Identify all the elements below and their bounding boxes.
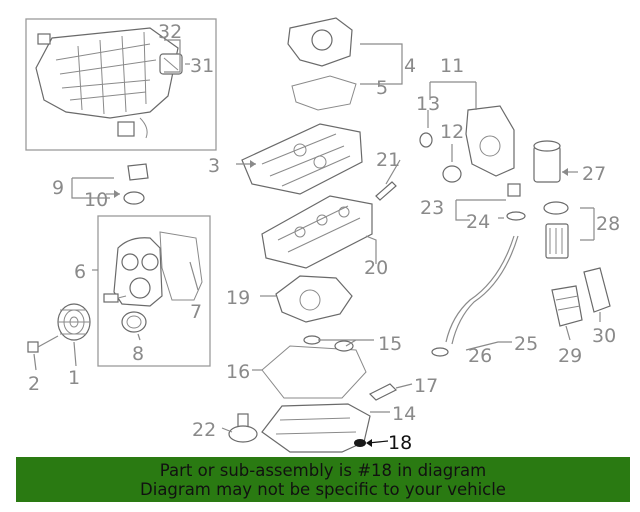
callout-18: 18 <box>388 432 412 454</box>
callout-19: 19 <box>226 287 250 309</box>
crank-pulley-part[interactable] <box>57 303 91 341</box>
seal-ring-part-8[interactable] <box>121 311 147 333</box>
callout-9: 9 <box>52 177 64 199</box>
baffle-part-17[interactable] <box>368 383 398 401</box>
cap-seal-part-10[interactable] <box>123 191 145 205</box>
callout-29: 29 <box>558 345 582 367</box>
arrowhead <box>250 160 256 168</box>
oil-filler-cap-part[interactable] <box>127 163 149 181</box>
timing-cover-group-box <box>97 215 211 367</box>
timing-case-part-11[interactable] <box>465 105 515 177</box>
callout-31: 31 <box>190 55 214 77</box>
seal-part-15[interactable] <box>303 335 354 352</box>
arrowhead-18 <box>366 439 372 447</box>
seal-part-12[interactable] <box>442 165 462 183</box>
callout-32: 32 <box>158 21 182 43</box>
callout-13: 13 <box>416 93 440 115</box>
callout-1: 1 <box>68 367 80 389</box>
banner-line-1: Part or sub-assembly is #18 in diagram <box>159 460 487 480</box>
timing-cover-gasket-part[interactable] <box>159 231 203 301</box>
callout-4: 4 <box>404 55 416 77</box>
callout-26: 26 <box>468 345 492 367</box>
callout-2: 2 <box>28 373 40 395</box>
callout-5: 5 <box>376 77 388 99</box>
callout-17: 17 <box>414 375 438 397</box>
drain-plug-part-18[interactable] <box>354 439 366 447</box>
intake-gasket-part[interactable] <box>159 53 183 75</box>
seal-part-13[interactable] <box>419 132 433 148</box>
switch-part-23[interactable] <box>507 183 521 197</box>
intake-manifold-group-box <box>25 18 217 151</box>
oil-filter-element-part-28[interactable] <box>543 201 569 259</box>
gasket-part-30[interactable] <box>583 267 611 313</box>
callout-23: 23 <box>420 197 444 219</box>
callout-3: 3 <box>208 155 220 177</box>
oil-pump-part[interactable] <box>275 275 353 323</box>
callout-8: 8 <box>132 343 144 365</box>
callout-30: 30 <box>592 325 616 347</box>
sensor-part-21[interactable] <box>375 181 397 201</box>
oil-pan-part[interactable] <box>261 403 371 453</box>
banner-line-2: Diagram may not be specific to your vehi… <box>140 479 506 499</box>
info-banner: Part or sub-assembly is #18 in diagram D… <box>16 457 630 502</box>
seal-part-26[interactable] <box>431 347 449 357</box>
callout-22: 22 <box>192 419 216 441</box>
seal-part-24[interactable] <box>506 211 526 221</box>
callout-16: 16 <box>226 361 250 383</box>
camshaft-cover-top-part[interactable] <box>287 17 353 67</box>
callout-11: 11 <box>440 55 464 77</box>
callout-14: 14 <box>392 403 416 425</box>
callout-24: 24 <box>466 211 490 233</box>
callout-6: 6 <box>74 261 86 283</box>
callout-7: 7 <box>190 301 202 323</box>
arrowhead <box>114 190 120 198</box>
dipstick-tube-part-25[interactable] <box>445 235 519 345</box>
parts-diagram: 31 32 4 5 3 9 10 11 13 12 27 28 23 24 21… <box>25 17 620 454</box>
oil-filter-housing-part-27[interactable] <box>533 140 561 183</box>
timing-cover-part[interactable] <box>113 237 163 307</box>
callout-21: 21 <box>376 149 400 171</box>
cylinder-head-part[interactable] <box>261 195 373 269</box>
cylinder-head-cover-part[interactable] <box>241 123 363 195</box>
oil-level-sensor-part-22[interactable] <box>228 413 258 443</box>
arrowhead <box>562 168 568 176</box>
cover-gasket-part-5[interactable] <box>291 75 357 111</box>
callout-25: 25 <box>514 333 538 355</box>
callout-27: 27 <box>582 163 606 185</box>
callout-12: 12 <box>440 121 464 143</box>
oil-pan-gasket-part-16[interactable] <box>261 345 367 399</box>
callout-20: 20 <box>364 257 388 279</box>
intake-manifold-part[interactable] <box>35 27 179 139</box>
callout-10: 10 <box>84 189 108 211</box>
oil-cooler-part-29[interactable] <box>551 285 583 327</box>
leader-lines <box>33 39 601 444</box>
callout-28: 28 <box>596 213 620 235</box>
bolt-part[interactable] <box>103 293 127 303</box>
pulley-bolt-part[interactable] <box>27 335 59 353</box>
callout-15: 15 <box>378 333 402 355</box>
